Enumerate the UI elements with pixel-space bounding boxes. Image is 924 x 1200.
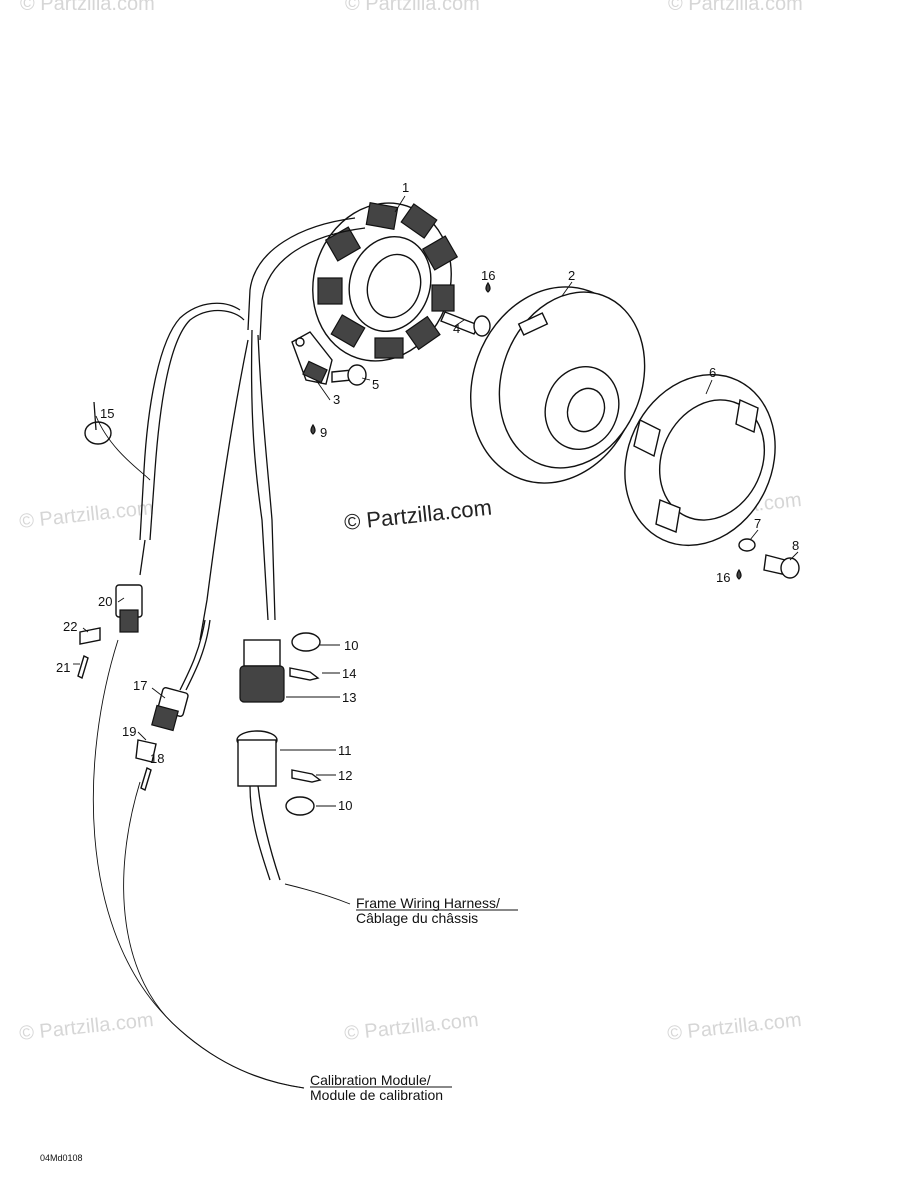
- callout-13: 13: [342, 690, 356, 705]
- callout-8: 8: [792, 538, 799, 553]
- flywheel-bolt: [763, 554, 800, 579]
- callout-5: 5: [372, 377, 379, 392]
- screw-21: [77, 655, 89, 679]
- frame-harness-label-en: Frame Wiring Harness/: [356, 895, 500, 911]
- clip-19: [135, 739, 157, 763]
- stator: [312, 202, 459, 362]
- callout-10: 10: [338, 798, 352, 813]
- watermark-main: © Partzilla.com: [343, 495, 493, 535]
- cable-tie: [84, 401, 112, 445]
- drawing-code: 04Md0108: [40, 1153, 83, 1163]
- loctite-drop-icon: [736, 568, 742, 580]
- loctite-drop-icon: [485, 281, 491, 293]
- callout-7: 7: [754, 516, 761, 531]
- callout-6: 6: [709, 365, 716, 380]
- callout-17: 17: [133, 678, 147, 693]
- callout-19: 19: [122, 724, 136, 739]
- callouts: 1 2 3 4 5 6 7 8 9 10 10 11 12 13 14 15 1…: [56, 180, 799, 813]
- callout-20: 20: [98, 594, 112, 609]
- connector-17: [151, 687, 189, 732]
- callout-16: 16: [716, 570, 730, 585]
- wiring-harness: [139, 217, 366, 691]
- connector-11: [236, 730, 281, 881]
- watermark: © Partzilla.com: [18, 1009, 154, 1045]
- calibration-label-fr: Module de calibration: [310, 1087, 443, 1103]
- seal-plugs: [285, 632, 321, 816]
- callout-4: 4: [453, 321, 460, 336]
- callout-2: 2: [568, 268, 575, 283]
- watermark: © Partzilla.com: [668, 0, 803, 15]
- washer: [738, 538, 756, 552]
- loctite-drop-icon: [310, 423, 316, 435]
- callout-1: 1: [402, 180, 409, 195]
- callout-15: 15: [100, 406, 114, 421]
- ring-gear: [624, 373, 776, 547]
- connector-20: [115, 584, 143, 633]
- frame-harness-caption: Frame Wiring Harness/ Câblage du châssis: [356, 895, 518, 926]
- watermark: © Partzilla.com: [345, 0, 480, 15]
- callout-14: 14: [342, 666, 356, 681]
- trigger-coil: [291, 331, 333, 385]
- callout-11: 11: [338, 743, 352, 758]
- leader-lines: [73, 195, 799, 1089]
- watermark: © Partzilla.com: [20, 0, 155, 15]
- callout-3: 3: [333, 392, 340, 407]
- calibration-module-caption: Calibration Module/ Module de calibratio…: [310, 1072, 452, 1103]
- callout-21: 21: [56, 660, 70, 675]
- callout-18: 18: [150, 751, 164, 766]
- connector-13: [239, 639, 285, 703]
- clip-22: [79, 627, 101, 645]
- rotor-flywheel: [469, 286, 646, 484]
- watermark: © Partzilla.com: [343, 1009, 479, 1045]
- screw-5: [331, 364, 367, 386]
- watermark: © Partzilla.com: [666, 1009, 802, 1045]
- calibration-label-en: Calibration Module/: [310, 1072, 431, 1088]
- screw-4: [440, 311, 491, 337]
- callout-9: 9: [320, 425, 327, 440]
- screw-18: [140, 767, 152, 791]
- callout-10: 10: [344, 638, 358, 653]
- callout-12: 12: [338, 768, 352, 783]
- callout-16: 16: [481, 268, 495, 283]
- callout-22: 22: [63, 619, 77, 634]
- terminals: [289, 667, 322, 783]
- frame-harness-label-fr: Câblage du châssis: [356, 910, 478, 926]
- watermark: © Partzilla.com: [18, 497, 154, 533]
